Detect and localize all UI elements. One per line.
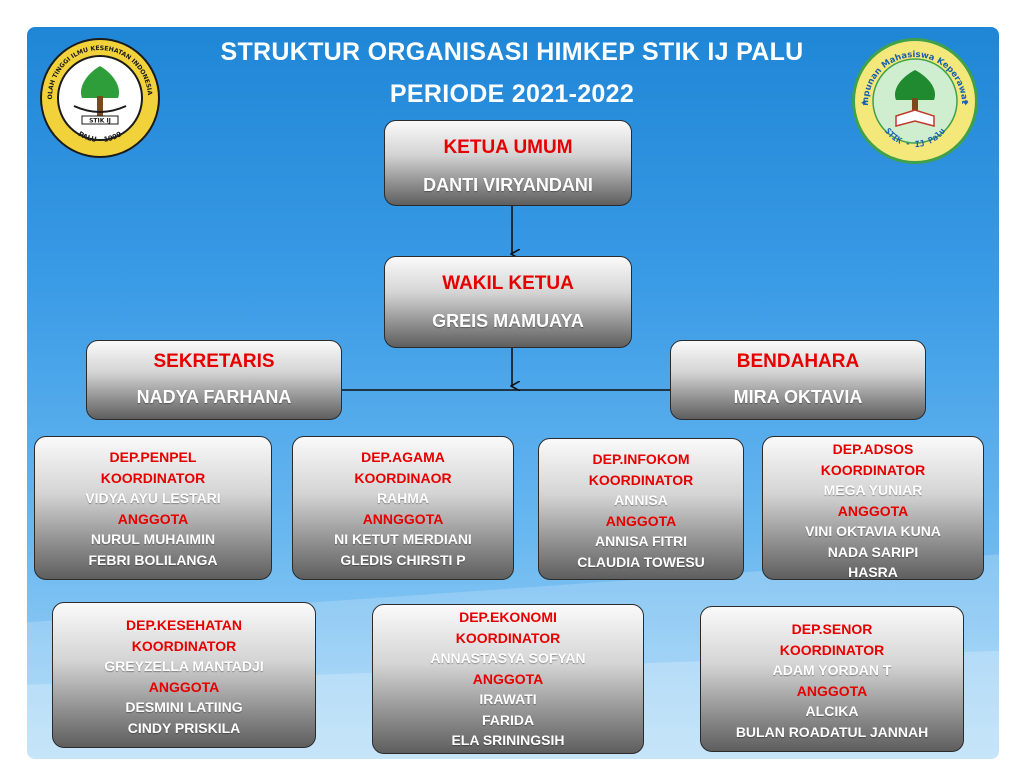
dept-coordinator-label: KOORDINATOR <box>100 469 206 486</box>
chart-period: PERIODE 2021-2022 <box>389 80 635 108</box>
dept-member-label: ANGGOTA <box>796 682 868 699</box>
dept-member-label: ANGGOTA <box>837 502 909 519</box>
dept-box-kesehatan: DEP.KESEHATAN KOORDINATOR GREYZELLA MANT… <box>52 602 316 748</box>
dept-coordinator-label: KOORDINATOR <box>588 471 694 488</box>
dept-title: DEP.KESEHATAN <box>126 617 242 633</box>
dept-member: HASRA <box>848 564 898 580</box>
dept-member: ALCIKA <box>805 703 859 719</box>
sekretaris-role: SEKRETARIS <box>153 351 275 372</box>
sekretaris-name: NADYA FARHANA <box>136 387 292 407</box>
dept-member: FEBRI BOLILANGA <box>88 551 218 568</box>
dept-box-ekonomi: DEP.EKONOMI KOORDINATOR ANNASTASYA SOFYA… <box>372 604 644 754</box>
dept-box-adsos: DEP.ADSOS KOORDINATOR MEGA YUNIAR ANGGOT… <box>762 436 984 580</box>
dept-member: NADA SARIPI <box>827 543 919 560</box>
wakil-ketua-box: WAKIL KETUA GREIS MAMUAYA <box>384 256 632 348</box>
svg-text:✦: ✦ <box>962 99 970 109</box>
dept-member-label: ANNGGOTA <box>362 510 444 527</box>
dept-title: DEP.ADSOS <box>832 441 914 457</box>
dept-coordinator: GREYZELLA MANTADJI <box>104 658 264 674</box>
dept-coordinator: ANNISA <box>614 492 668 508</box>
dept-box-senor: DEP.SENOR KOORDINATOR ADAM YORDAN T ANGG… <box>700 606 964 752</box>
bendahara-name: MIRA OKTAVIA <box>733 387 863 407</box>
wakil-role: WAKIL KETUA <box>442 273 574 294</box>
dept-member: CINDY PRISKILA <box>127 719 241 736</box>
dept-title: DEP.AGAMA <box>361 449 445 465</box>
dept-coordinator-label: KOORDINATOR <box>820 461 926 478</box>
bendahara-role: BENDAHARA <box>736 351 860 372</box>
dept-coordinator: MEGA YUNIAR <box>823 482 923 498</box>
dept-box-penpel: DEP.PENPEL KOORDINATOR VIDYA AYU LESTARI… <box>34 436 272 580</box>
dept-title: DEP.INFOKOM <box>592 451 690 467</box>
dept-coordinator: ADAM YORDAN T <box>772 662 892 678</box>
dept-title: DEP.PENPEL <box>109 449 197 465</box>
dept-coordinator-label: KOORDINATOR <box>779 641 885 658</box>
dept-member: ANNISA FITRI <box>594 533 688 549</box>
dept-coordinator: VIDYA AYU LESTARI <box>85 490 221 506</box>
dept-member-label: ANGGOTA <box>117 510 189 527</box>
svg-text:✦: ✦ <box>860 99 868 109</box>
dept-box-agama: DEP.AGAMA KOORDINAOR RAHMA ANNGGOTA NI K… <box>292 436 514 580</box>
dept-coordinator-label: KOORDINAOR <box>354 469 452 486</box>
left-logo-badge: STIK IJ <box>89 118 111 125</box>
chart-title: STRUKTUR ORGANISASI HIMKEP STIK IJ PALU <box>220 38 804 66</box>
wakil-name: GREIS MAMUAYA <box>432 311 584 331</box>
dept-member: CLAUDIA TOWESU <box>577 553 705 570</box>
dept-member: DESMINI LATIING <box>125 699 243 715</box>
dept-member: IRAWATI <box>479 691 537 707</box>
himkep-logo: Himpunan Mahasiswa Keperawatan STIK - IJ… <box>850 36 978 164</box>
dept-member: ELA SRININGSIH <box>451 732 565 748</box>
dept-title: DEP.SENOR <box>791 621 873 637</box>
dept-member: BULAN ROADATUL JANNAH <box>735 723 929 740</box>
dept-title: DEP.EKONOMI <box>459 609 557 625</box>
dept-member: GLEDIS CHIRSTI P <box>340 551 466 568</box>
dept-member: FARIDA <box>481 711 535 728</box>
bendahara-box: BENDAHARA MIRA OKTAVIA <box>670 340 926 420</box>
ketua-role: KETUA UMUM <box>443 137 573 158</box>
dept-coordinator: ANNASTASYA SOFYAN <box>430 650 586 666</box>
ketua-umum-box: KETUA UMUM DANTI VIRYANDANI <box>384 120 632 206</box>
dept-member-label: ANGGOTA <box>605 512 677 529</box>
dept-coordinator-label: KOORDINATOR <box>455 629 561 646</box>
dept-coordinator: RAHMA <box>376 490 430 506</box>
stik-ij-logo: SEKOLAH TINGGI ILMU KESEHATAN INDONESIA … <box>38 36 160 158</box>
ketua-name: DANTI VIRYANDANI <box>423 175 593 195</box>
sekretaris-box: SEKRETARIS NADYA FARHANA <box>86 340 342 420</box>
dept-member: NURUL MUHAIMIN <box>90 531 216 547</box>
dept-member-label: ANGGOTA <box>472 670 544 687</box>
dept-member-label: ANGGOTA <box>148 678 220 695</box>
dept-coordinator-label: KOORDINATOR <box>131 637 237 654</box>
dept-member: NI KETUT MERDIANI <box>334 531 472 547</box>
dept-box-infokom: DEP.INFOKOM KOORDINATOR ANNISA ANGGOTA A… <box>538 438 744 580</box>
dept-member: VINI OKTAVIA KUNA <box>805 523 941 539</box>
